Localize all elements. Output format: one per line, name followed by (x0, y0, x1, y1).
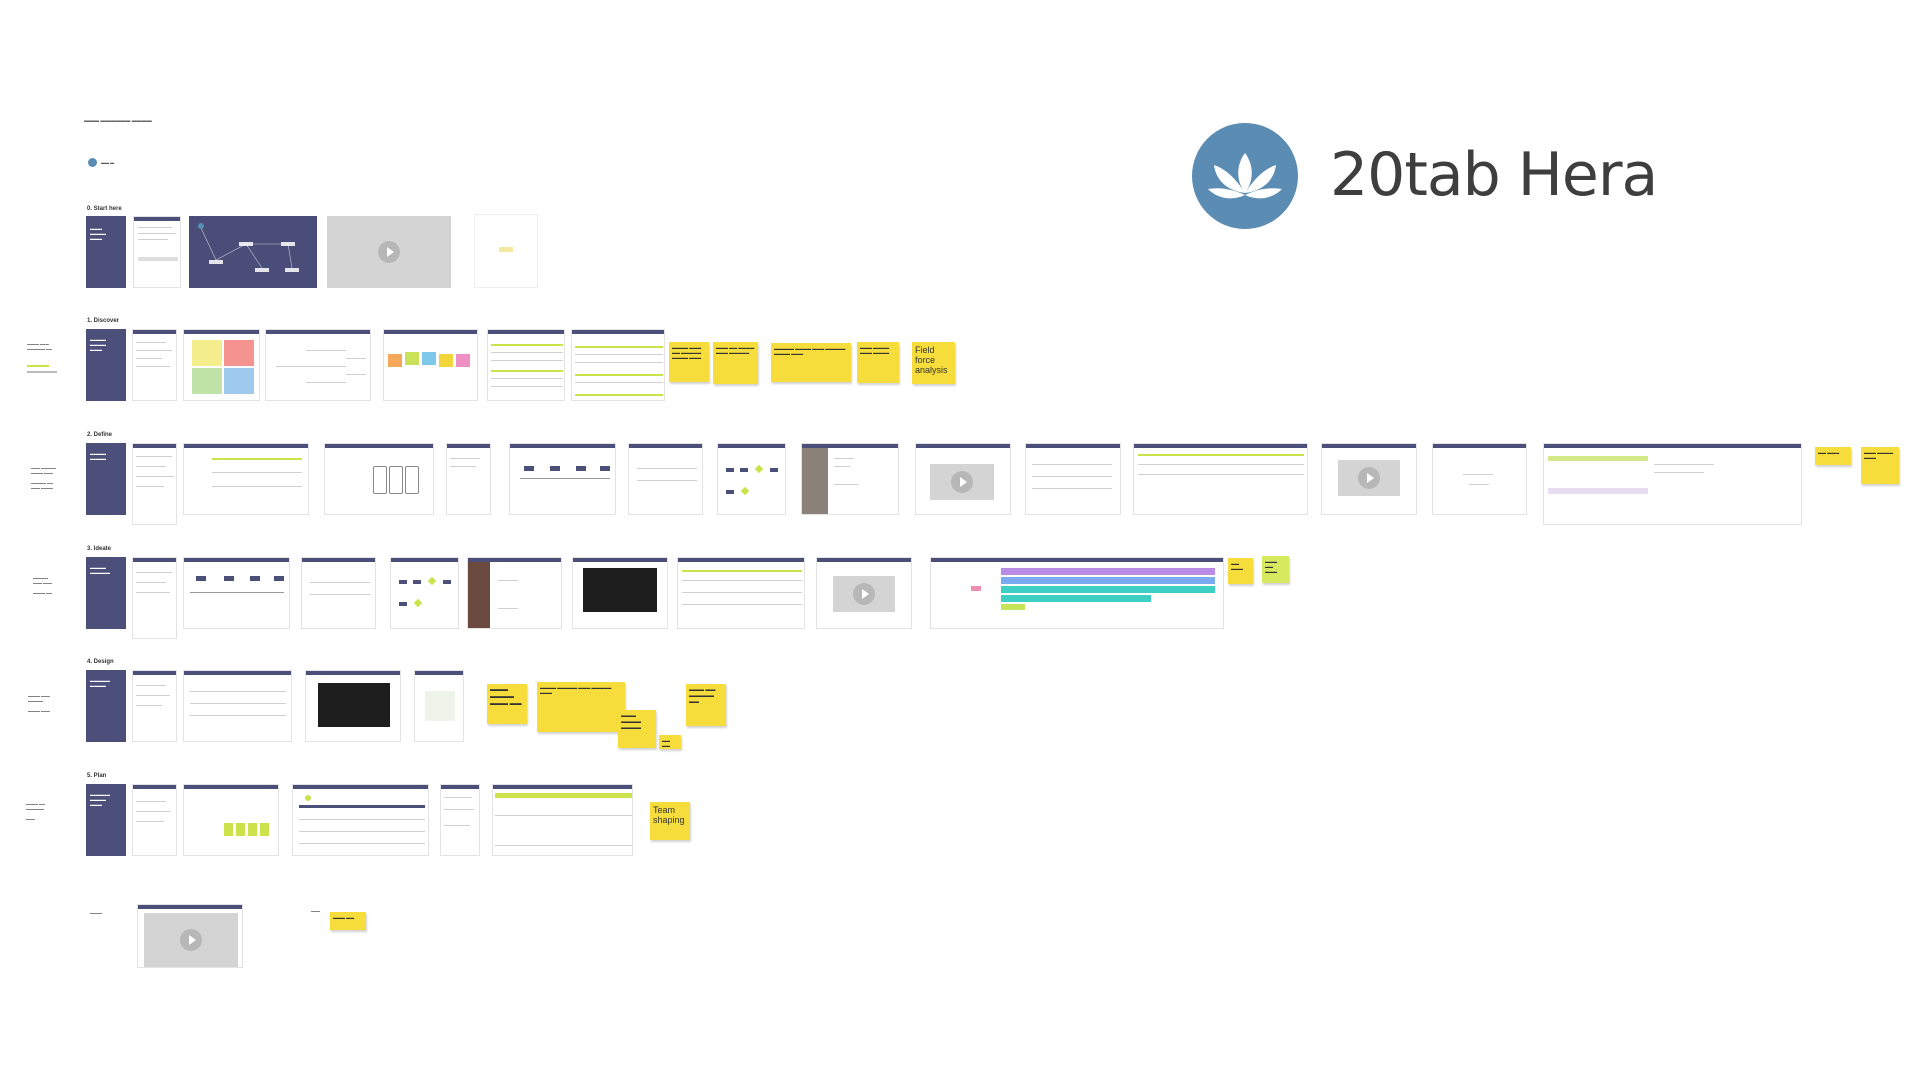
design-sticky-1[interactable]: ▬▬▬ ▬▬▬▬ ▬▬▬ ▬▬ (487, 684, 527, 724)
define-frame-5[interactable] (1432, 443, 1527, 515)
discover-sticky-1[interactable]: ▬▬▬▬ ▬▬▬ ▬▬ ▬▬▬▬▬ ▬▬▬▬ ▬▬▬ (669, 342, 709, 382)
plan-steps-frame[interactable] (183, 784, 279, 856)
discover-table-frame-1[interactable] (487, 329, 565, 401)
define-frame-2[interactable] (183, 443, 309, 515)
design-dark-frame[interactable] (305, 670, 401, 742)
ideate-sticky-1[interactable]: ▬▬ ▬▬▬ (1228, 558, 1253, 584)
team-shaping-sticky[interactable]: Team shaping (650, 802, 690, 840)
design-map-frame[interactable] (414, 670, 464, 742)
start-diagram-frame[interactable] (189, 216, 317, 288)
play-icon[interactable] (1358, 467, 1380, 489)
play-icon[interactable] (951, 471, 973, 493)
extra-sticky[interactable]: ▬▬▬ ▬▬ (330, 912, 366, 930)
define-board-frame[interactable] (1543, 443, 1802, 525)
board-title: ▬▬▬ ▬▬▬▬▬▬ ▬▬▬▬ (84, 118, 152, 124)
plan-gantt-frame[interactable] (292, 784, 429, 856)
define-frame-4[interactable] (1025, 443, 1121, 515)
section-cover-design[interactable]: ▬▬▬▬▬▬▬▬▬ (86, 670, 126, 742)
design-sticky-5[interactable]: ▬▬▬ ▬▬ ▬▬▬▬▬ ▬▬ (686, 684, 726, 726)
ideate-table-frame[interactable] (677, 557, 805, 629)
section-cover-start[interactable]: ▬▬▬▬▬▬▬▬▬▬ (86, 216, 126, 288)
define-side-note: ▬▬▬ ▬▬▬▬▬▬▬▬▬ ▬▬▬▬▬▬▬▬ ▬▬▬▬▬ ▬▬▬▬ (31, 466, 56, 490)
ideate-side-note: ▬▬▬▬▬▬▬▬ ▬▬▬▬▬▬▬ ▬▬ (33, 576, 52, 595)
define-timeline-frame[interactable] (509, 443, 616, 515)
define-sticky-1[interactable]: ▬▬ ▬▬▬ (1815, 447, 1851, 465)
board-badge-label: ▬▬ ▬ (101, 160, 115, 165)
ideate-dark-frame[interactable] (572, 557, 668, 629)
start-frame-2[interactable] (474, 214, 538, 288)
extra-note: ▬▬▬ (311, 909, 320, 913)
section-title-start: 0. Start here (87, 206, 122, 212)
play-icon[interactable] (180, 929, 202, 951)
section-title-plan: 5. Plan (87, 773, 107, 779)
section-cover-ideate[interactable]: ▬▬▬▬▬▬▬▬▬ (86, 557, 126, 629)
define-table-frame[interactable] (1133, 443, 1308, 515)
discover-matrix-frame[interactable] (183, 329, 260, 401)
discover-sticky-4[interactable]: ▬▬▬ ▬▬▬▬ ▬▬▬ ▬▬▬▬ (857, 342, 899, 383)
plan-frame-1[interactable] (132, 784, 177, 856)
discover-sticky-2[interactable]: ▬▬▬ ▬▬ ▬▬▬▬ ▬▬▬ ▬▬▬▬▬ (713, 342, 758, 384)
define-video-frame[interactable] (915, 443, 1011, 515)
design-frame-1[interactable] (132, 670, 177, 742)
ideate-diagram-frame[interactable] (301, 557, 376, 629)
define-frame-3[interactable] (446, 443, 491, 515)
define-video-frame-2[interactable] (1321, 443, 1417, 515)
lotus-logo-icon (1192, 123, 1298, 229)
discover-frame-1[interactable] (132, 329, 177, 401)
section-cover-discover[interactable]: ▬▬▬▬▬▬▬▬▬▬▬ (86, 329, 126, 401)
section-cover-define[interactable]: ▬▬▬▬▬▬▬▬ (86, 443, 126, 515)
discover-table-frame-2[interactable] (571, 329, 665, 401)
ideate-roadmap-frame[interactable] (930, 557, 1224, 629)
section-title-ideate: 3. Ideate (87, 546, 112, 552)
play-icon[interactable] (853, 583, 875, 605)
play-icon[interactable] (378, 241, 400, 263)
define-frame-1[interactable] (132, 443, 177, 525)
design-sticky-4[interactable]: ▬▬ ▬▬ (659, 735, 681, 749)
design-sticky-3[interactable]: ▬▬▬ ▬▬▬▬ ▬▬▬▬ (618, 710, 656, 748)
design-table-frame[interactable] (183, 670, 292, 742)
design-sticky-2[interactable]: ▬▬▬▬ ▬▬▬▬▬ ▬▬▬ ▬▬▬▬▬ ▬▬▬ (537, 682, 625, 732)
define-mobile-frame[interactable] (324, 443, 434, 515)
field-force-sticky[interactable]: Field force analysis (912, 342, 955, 384)
discover-sticky-3[interactable]: ▬▬▬▬▬ ▬▬▬▬ ▬▬▬ ▬▬▬▬▬ ▬▬▬▬ ▬▬▬ (771, 343, 851, 382)
section-title-design: 4. Design (87, 659, 114, 665)
ideate-video-frame[interactable] (816, 557, 912, 629)
discover-stickies-frame[interactable] (383, 329, 478, 401)
extra-video-frame[interactable] (137, 904, 243, 968)
plan-side-note: ▬▬▬▬ ▬▬▬▬▬▬▬▬▬▬▬ (26, 802, 45, 821)
ideate-persona-frame[interactable] (467, 557, 562, 629)
section-title-define: 2. Define (87, 432, 113, 438)
section-title-discover: 1. Discover (87, 318, 120, 324)
discover-tree-frame[interactable] (265, 329, 371, 401)
define-sticky-2[interactable]: ▬▬▬ ▬▬▬▬ ▬▬▬ (1861, 447, 1899, 484)
ideate-timeline-frame[interactable] (183, 557, 290, 629)
ideate-frame-1[interactable] (132, 557, 177, 639)
start-frame-1[interactable] (133, 216, 181, 288)
board-avatar-icon (88, 158, 97, 167)
brand-name: 20tab Hera (1330, 140, 1658, 210)
section-cover-plan[interactable]: ▬▬▬▬▬▬▬▬▬▬▬▬ (86, 784, 126, 856)
ideate-flow-frame[interactable] (390, 557, 459, 629)
define-persona-frame[interactable] (801, 443, 899, 515)
define-diagram-frame[interactable] (628, 443, 703, 515)
discover-side-note: ▬▬▬▬ ▬▬▬▬▬▬▬▬▬ ▬▬ (27, 342, 52, 351)
plan-frame-2[interactable] (440, 784, 480, 856)
extra-side-note: ▬▬▬▬ (90, 911, 102, 915)
ideate-sticky-2[interactable]: ▬▬▬ ▬▬ ▬▬▬ (1262, 556, 1289, 583)
plan-table-frame[interactable] (492, 784, 633, 856)
define-flow-frame[interactable] (717, 443, 786, 515)
start-video-frame[interactable] (327, 216, 451, 288)
design-side-note: ▬▬▬▬ ▬▬▬▬▬▬▬▬▬▬▬▬ ▬▬▬ (28, 694, 50, 713)
